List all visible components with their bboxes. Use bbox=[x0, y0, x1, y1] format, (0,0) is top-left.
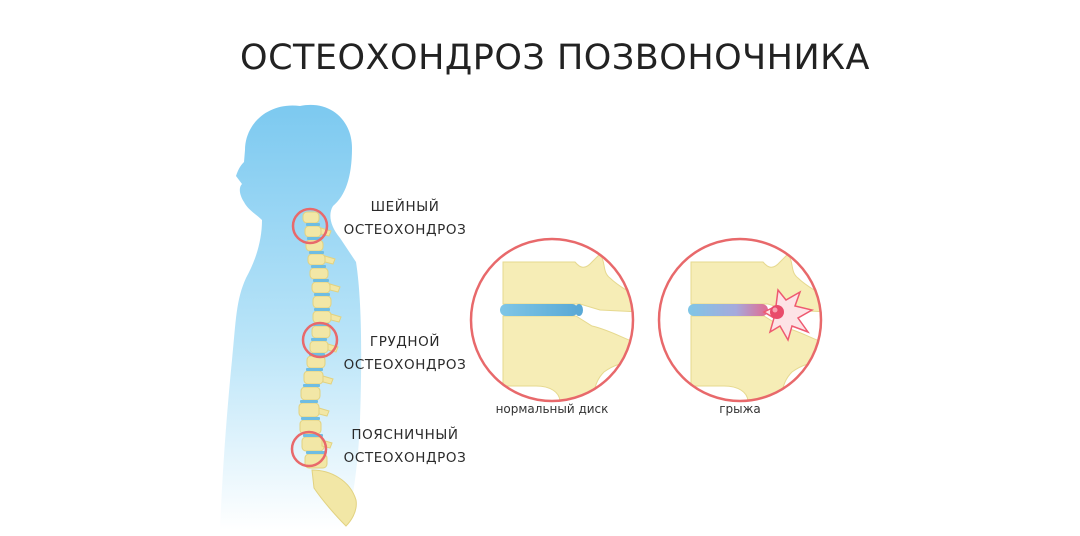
pain-burst-icon bbox=[762, 288, 815, 342]
label-thoracic-line1: ГРУДНОЙ bbox=[369, 334, 441, 350]
label-lumbar-line1: ПОЯСНИЧНЫЙ bbox=[351, 427, 459, 443]
lumbar-highlight-circle bbox=[290, 430, 328, 468]
caption-normal-disc: нормальный диск bbox=[495, 402, 609, 416]
cervical-highlight-circle bbox=[291, 207, 329, 245]
label-cervical-line1: ШЕЙНЫЙ bbox=[370, 199, 440, 215]
normal-disc-circle bbox=[469, 237, 635, 403]
label-cervical-line2: ОСТЕОХОНДРОЗ bbox=[343, 222, 467, 238]
normal-disc-illustration bbox=[471, 239, 633, 401]
page-title: ОСТЕОХОНДРОЗ ПОЗВОНОЧНИКА bbox=[240, 38, 870, 78]
herniation-circle bbox=[657, 237, 823, 403]
caption-herniation: грыжа bbox=[719, 402, 761, 416]
herniation-illustration bbox=[659, 239, 821, 401]
label-lumbar-line2: ОСТЕОХОНДРОЗ bbox=[343, 450, 467, 466]
label-thoracic: ГРУДНОЙ ОСТЕОХОНДРОЗ bbox=[340, 331, 470, 377]
label-thoracic-line2: ОСТЕОХОНДРОЗ bbox=[343, 357, 467, 373]
human-silhouette bbox=[220, 104, 362, 531]
thoracic-highlight-circle bbox=[301, 321, 339, 359]
label-cervical: ШЕЙНЫЙ ОСТЕОХОНДРОЗ bbox=[340, 196, 470, 242]
label-lumbar: ПОЯСНИЧНЫЙ ОСТЕОХОНДРОЗ bbox=[340, 424, 470, 470]
